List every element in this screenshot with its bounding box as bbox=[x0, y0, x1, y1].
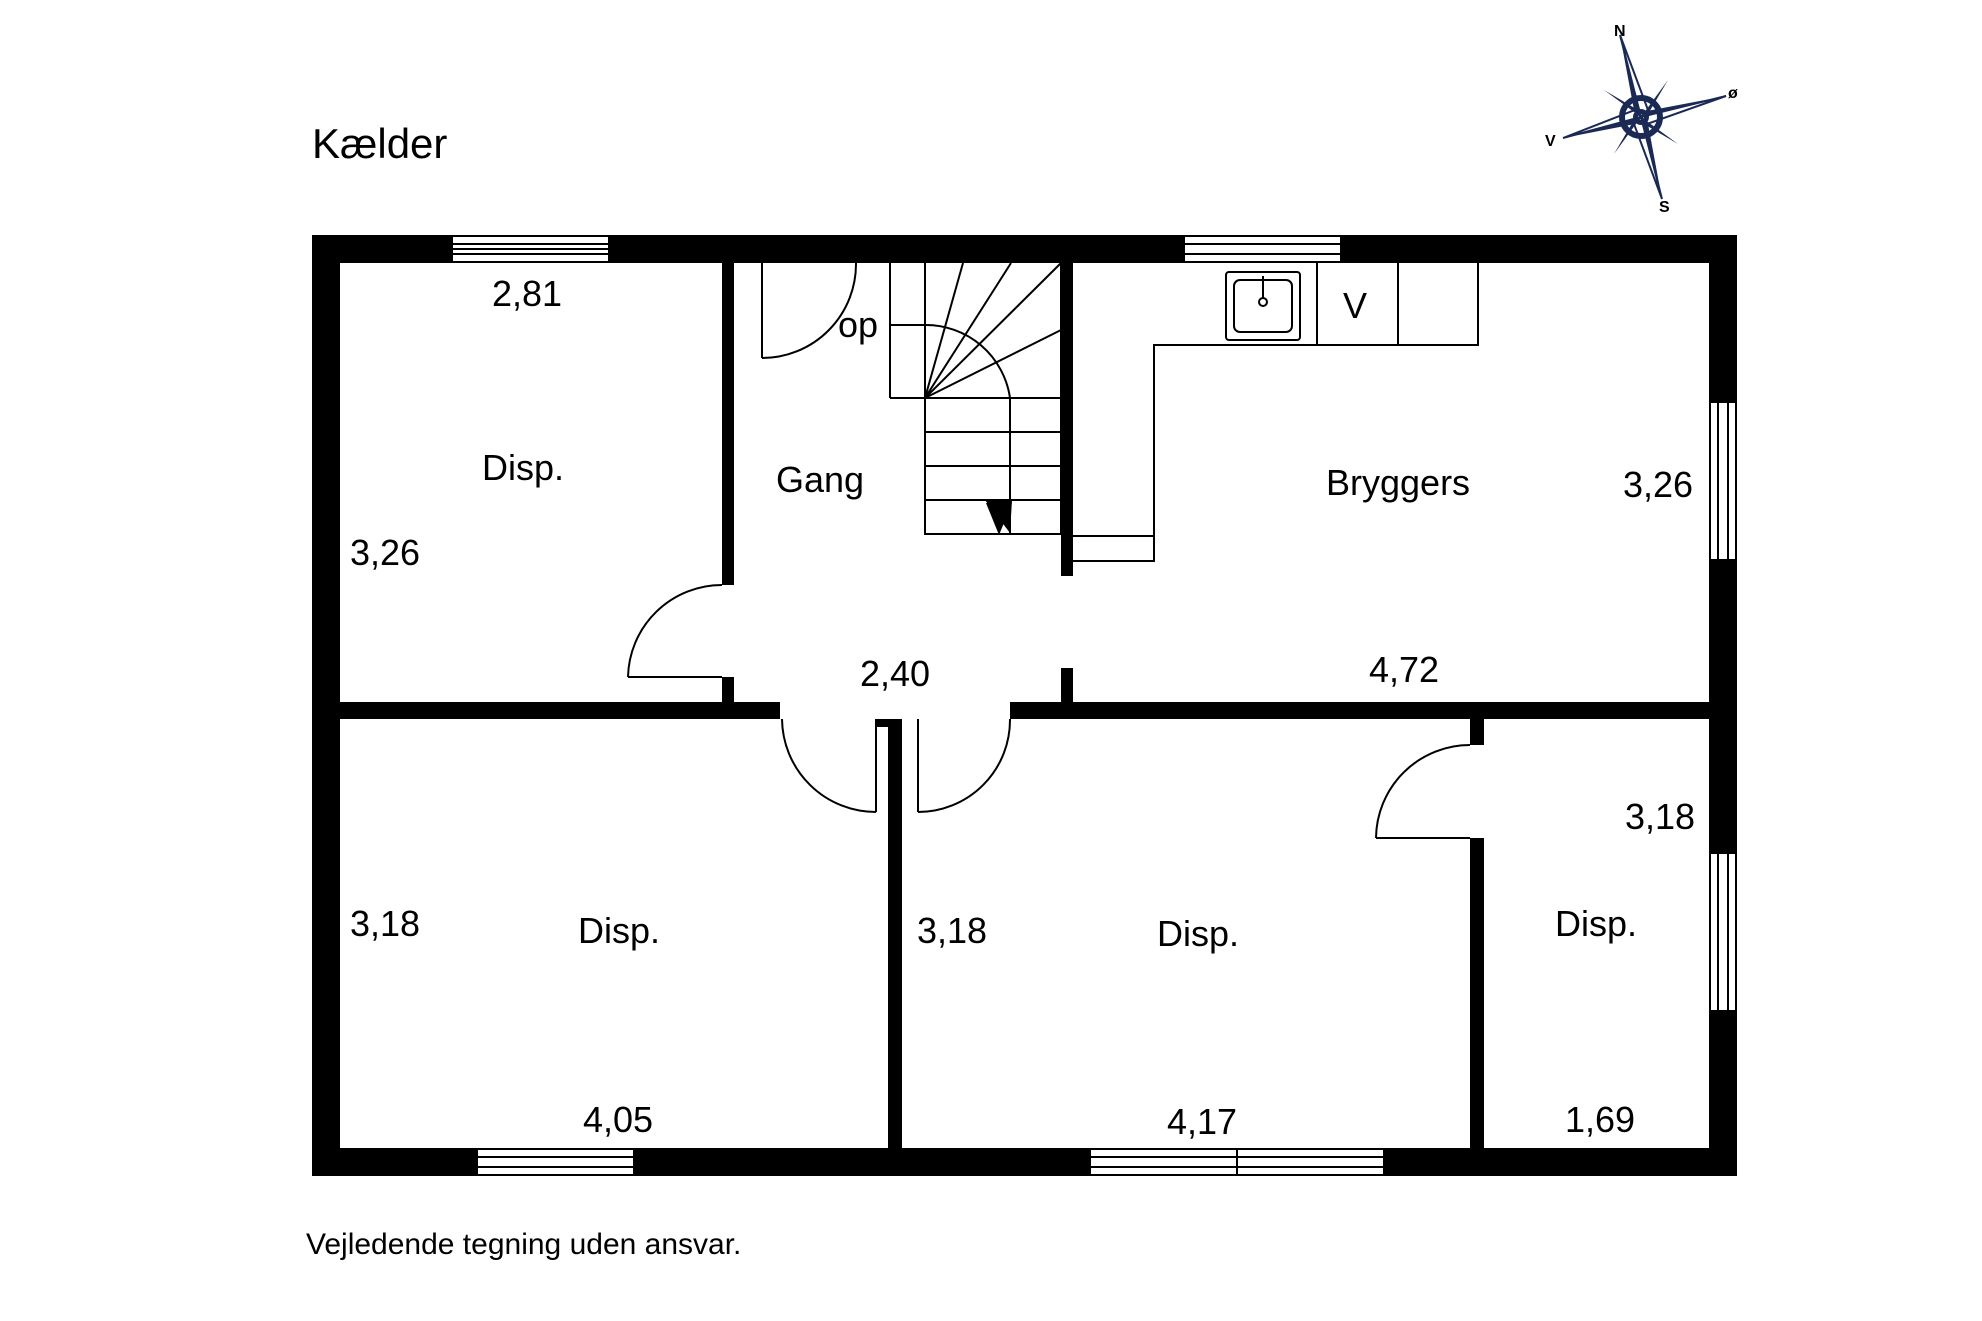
staircase bbox=[889, 262, 1062, 535]
dimension-top-left-width: 2,81 bbox=[492, 273, 562, 314]
compass-west-label: V bbox=[1545, 133, 1556, 150]
window-bottom-left bbox=[476, 1148, 635, 1176]
room-label-bryggers: Bryggers bbox=[1326, 462, 1470, 503]
door-disp-bottom-mid bbox=[917, 718, 1012, 813]
interior-walls bbox=[340, 263, 1709, 1148]
window-right-upper bbox=[1709, 401, 1737, 561]
appliance-label: V bbox=[1343, 285, 1367, 326]
room-label-disp-top-left: Disp. bbox=[482, 447, 564, 488]
kitchen-counter bbox=[1073, 263, 1479, 562]
window-right-lower bbox=[1709, 852, 1737, 1012]
dimension-bottom-left-width: 4,05 bbox=[583, 1099, 653, 1140]
stair-direction-label: op bbox=[838, 304, 878, 345]
doors bbox=[627, 236, 1471, 839]
dimension-bottom-mid-width: 4,17 bbox=[1167, 1101, 1237, 1142]
dimension-bryggers-height: 3,26 bbox=[1623, 464, 1693, 505]
compass-north-label: N bbox=[1614, 23, 1626, 40]
compass-south-label: S bbox=[1659, 199, 1670, 216]
plan-title: Kælder bbox=[312, 120, 447, 167]
window-top-left bbox=[451, 235, 610, 263]
dimension-bottom-right-width: 1,69 bbox=[1565, 1099, 1635, 1140]
door-disp-bottom-left bbox=[781, 718, 877, 813]
door-gang-top bbox=[761, 236, 858, 359]
compass-east-label: ø bbox=[1728, 85, 1738, 102]
compass-icon: N ø S V bbox=[1545, 23, 1738, 216]
dimension-bottom-left-height: 3,18 bbox=[350, 903, 420, 944]
room-label-disp-bottom-left: Disp. bbox=[578, 910, 660, 951]
window-bottom-mid bbox=[1089, 1148, 1385, 1176]
window-top-right bbox=[1183, 235, 1342, 263]
dimension-bottom-right-height: 3,18 bbox=[1625, 796, 1695, 837]
door-disp-bottom-right bbox=[1375, 744, 1471, 839]
windows bbox=[451, 235, 1737, 1176]
dimension-bryggers-width: 4,72 bbox=[1369, 649, 1439, 690]
room-label-disp-bottom-mid: Disp. bbox=[1157, 913, 1239, 954]
dimension-gang-width: 2,40 bbox=[860, 653, 930, 694]
dimension-top-left-height: 3,26 bbox=[350, 532, 420, 573]
room-label-gang: Gang bbox=[776, 459, 864, 500]
sink-icon bbox=[1225, 271, 1301, 341]
disclaimer-text: Vejledende tegning uden ansvar. bbox=[306, 1228, 741, 1261]
dimension-bottom-mid-height: 3,18 bbox=[917, 910, 987, 951]
door-disp-top-left bbox=[627, 584, 723, 678]
room-label-disp-bottom-right: Disp. bbox=[1555, 903, 1637, 944]
